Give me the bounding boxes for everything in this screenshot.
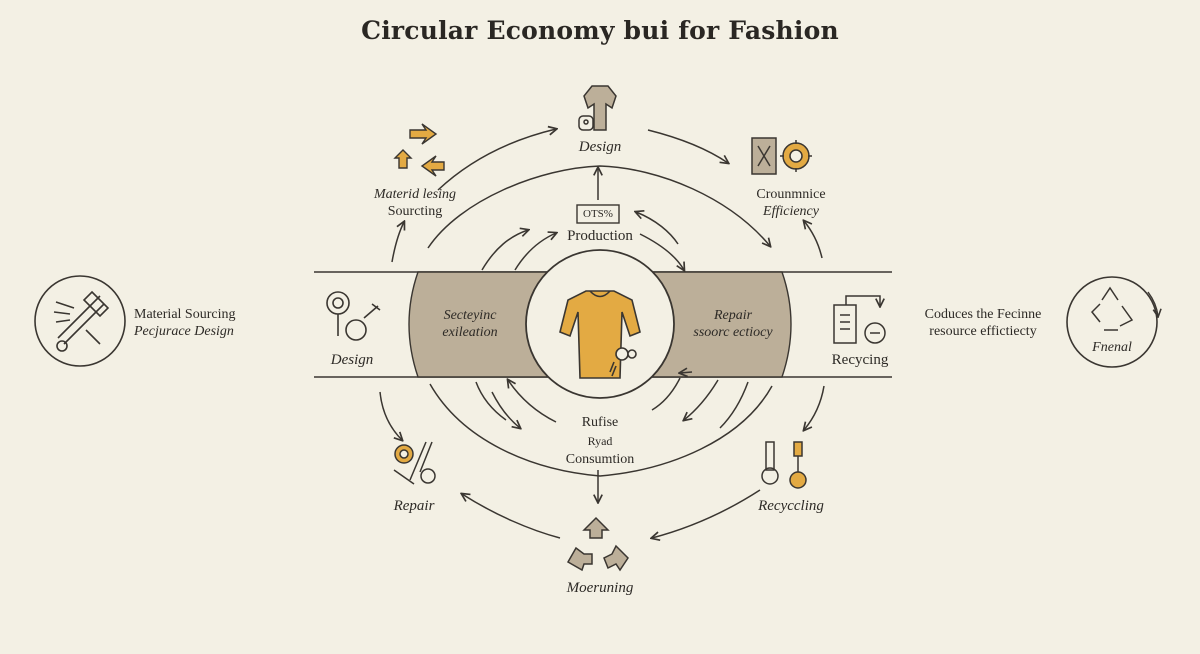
label-circular-line1: Crounmnice: [756, 187, 826, 202]
arrows-sourcing-icon: [393, 123, 445, 177]
label-right-outer-line1: Coduces the Fecinne: [924, 307, 1042, 322]
label-material-line1: Materid lesing: [373, 187, 457, 202]
clipboard-gear-icon: [833, 295, 886, 344]
label-left-outer-line1: Material Sourcing: [134, 307, 236, 322]
thermometer-tools-icon: [761, 441, 807, 489]
label-center-bottom-line1: Rufise: [581, 415, 619, 430]
label-production: Production: [567, 228, 633, 244]
label-left-outer-line2: Pecjurace Design: [134, 324, 234, 339]
label-recycing-right: Recycing: [831, 352, 889, 368]
production-tag-text: OTS%: [583, 208, 613, 220]
inner-ring-arrows: [475, 212, 749, 428]
factory-gear-icon: [751, 137, 812, 175]
central-band: [314, 271, 892, 378]
pin-tools-icon: [326, 291, 381, 341]
recycle-icon: [566, 516, 629, 572]
recycle-arrows-icon: [1090, 286, 1134, 331]
dress-mannequin-icon: [578, 85, 617, 131]
label-band-left-line2: exileation: [442, 325, 498, 340]
label-center-bottom-line2: Ryad: [587, 434, 613, 448]
left-outer-circle: [34, 275, 126, 367]
label-center-bottom-line3: Consumtion: [565, 452, 635, 467]
dress-icon: [559, 290, 641, 379]
gear-tools-icon: [393, 441, 436, 485]
label-right-outer-line2: resource effictiecty: [929, 324, 1037, 339]
label-circular-line2: Efficiency: [763, 204, 819, 219]
label-material-line2: Sourcting: [387, 204, 443, 219]
label-band-right-line1: Repair: [713, 308, 753, 323]
label-band-right-line2: ssoorc ectiocy: [693, 325, 773, 340]
label-design-left: Design: [330, 352, 374, 368]
diagram-title: Circular Economy bui for Fashion: [361, 16, 839, 45]
label-right-outer-icon: Fnenal: [1092, 340, 1132, 355]
label-repair-bottom: Repair: [393, 498, 435, 514]
label-design-top: Design: [578, 139, 622, 155]
right-outer-circle: [1066, 276, 1158, 368]
outer-ring-arrows: [379, 129, 825, 538]
scissors-brush-icon: [53, 290, 110, 352]
label-bottom: Moeruning: [566, 580, 634, 596]
label-band-left-line1: Secteyinc: [443, 308, 497, 323]
production-tag-box: [576, 204, 620, 224]
label-recycling-bottom: Recyccling: [758, 498, 824, 514]
